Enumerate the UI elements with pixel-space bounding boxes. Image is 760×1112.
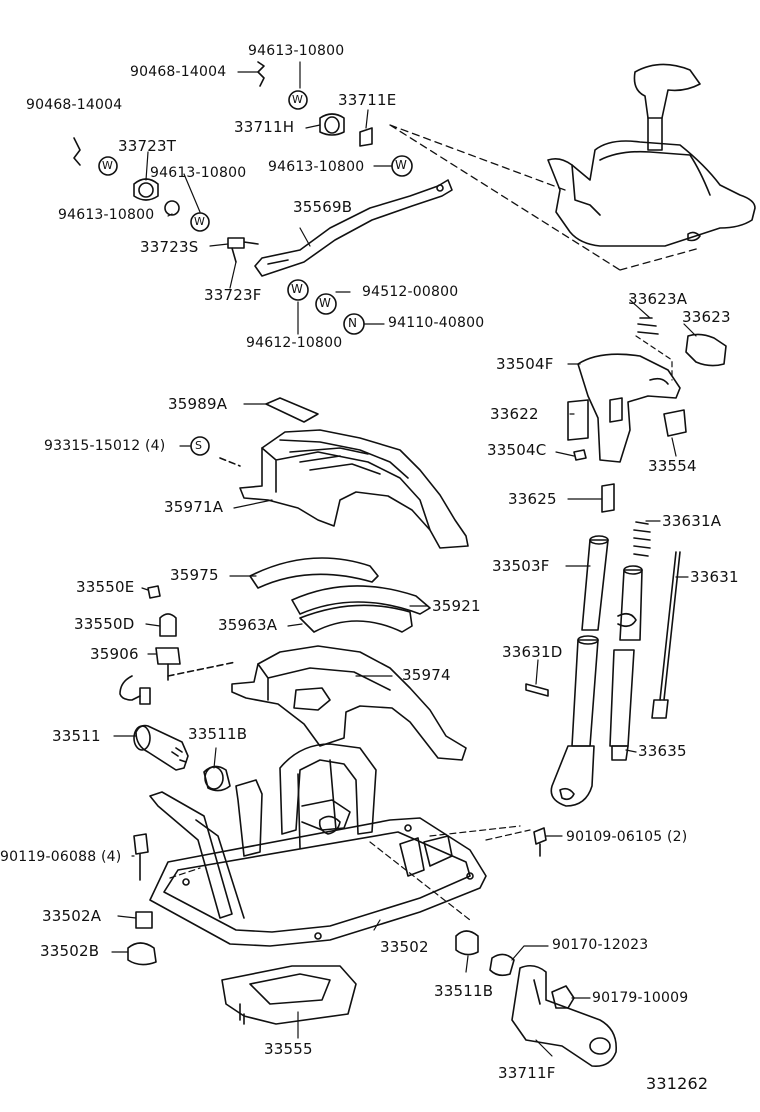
part-label: 35921 <box>432 597 481 615</box>
part-label: 94512-00800 <box>362 284 459 300</box>
part-label: 33723S <box>140 238 199 256</box>
part-label: 90468-14004 <box>130 64 227 80</box>
part-label: 35963A <box>218 616 278 634</box>
part-label: 90109-06105 (2) <box>566 829 688 845</box>
part-label: 90179-10009 <box>592 990 689 1006</box>
gate-plates <box>249 557 431 633</box>
part-label: 33631D <box>502 643 563 661</box>
small-fasteners <box>73 61 413 456</box>
part-label: 33711H <box>234 118 295 136</box>
washer-symbol: W <box>194 215 206 228</box>
part-label: 33511B <box>188 725 248 743</box>
part-label: 33723F <box>204 286 262 304</box>
part-label: 33554 <box>648 457 697 475</box>
part-label: 35975 <box>170 566 219 584</box>
part-label: 33550E <box>76 578 135 596</box>
part-label: 33622 <box>490 405 539 423</box>
part-label: 35906 <box>90 645 139 663</box>
part-label: 33631 <box>690 568 739 586</box>
part-label: 33623 <box>682 308 731 326</box>
washer-symbol: W <box>319 296 332 310</box>
part-label: 33711F <box>498 1064 556 1082</box>
washer-symbol: W <box>395 158 408 172</box>
part-label: 94613-10800 <box>150 165 247 181</box>
part-label: 94613-10800 <box>58 207 155 223</box>
part-label: 33550D <box>74 615 135 633</box>
part-label: 33555 <box>264 1040 313 1058</box>
part-label: 33623A <box>628 290 688 308</box>
washer-symbol: W <box>291 282 304 296</box>
part-label: 35974 <box>402 666 451 684</box>
part-label: 35989A <box>168 395 228 413</box>
middle-housing <box>167 645 467 761</box>
part-label: 35971A <box>164 498 224 516</box>
part-label: 33511B <box>434 982 494 1000</box>
part-label: 93315-15012 (4) <box>44 438 166 454</box>
base-plate-assembly <box>149 743 487 947</box>
part-label: 94110-40800 <box>388 315 485 331</box>
washer-symbol: W <box>102 159 114 172</box>
washer-symbol: W <box>292 93 304 106</box>
part-label: 35569B <box>293 198 353 216</box>
part-label: 94612-10800 <box>246 335 343 351</box>
part-label: 33511 <box>52 727 101 745</box>
indicator-bulb-parts <box>119 585 181 705</box>
part-label: 33711E <box>338 91 397 109</box>
part-label: 33502B <box>40 942 100 960</box>
shift-boot-assembly <box>389 63 756 271</box>
part-label: 90119-06088 (4) <box>0 849 122 865</box>
part-label: 33723T <box>118 137 177 155</box>
part-label: 33502A <box>42 907 102 925</box>
upper-cover <box>219 397 469 549</box>
part-label: 33635 <box>638 742 687 760</box>
part-label: 33504F <box>496 355 554 373</box>
part-label: 33631A <box>662 512 722 530</box>
nut-symbol: N <box>348 316 358 330</box>
part-label: 33502 <box>380 938 429 956</box>
leader-lines <box>111 61 697 1057</box>
lever-plate <box>567 335 687 463</box>
catalog-number: 331262 <box>646 1074 709 1093</box>
shift-rod <box>254 179 453 277</box>
part-label: 33625 <box>508 490 557 508</box>
part-label: 94613-10800 <box>268 159 365 175</box>
bottom-parts <box>127 825 617 1068</box>
part-label: 33503F <box>492 557 550 575</box>
part-label: 90468-14004 <box>26 97 123 113</box>
part-label: 94613-10800 <box>248 43 345 59</box>
part-label: 90170-12023 <box>552 937 649 953</box>
screw-symbol: S <box>195 439 203 452</box>
part-label: 33504C <box>487 441 547 459</box>
shift-lever-tube <box>525 483 615 807</box>
